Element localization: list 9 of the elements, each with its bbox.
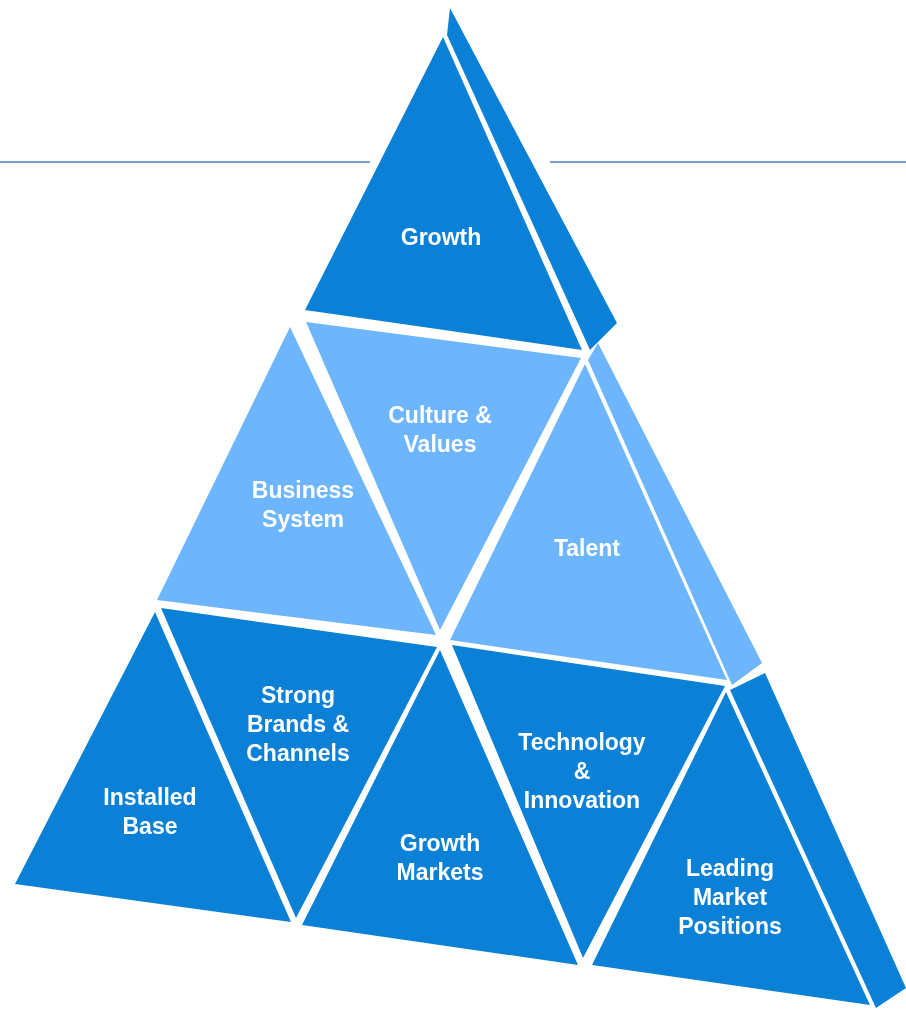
segment-label: Strong Brands & Channels — [245, 680, 351, 768]
segment-label: Talent — [553, 533, 621, 563]
segment-label: Business System — [250, 476, 356, 534]
segment-label: Leading Market Positions — [677, 853, 783, 941]
segment-label: Installed Base — [102, 783, 198, 841]
segment-label: Growth — [399, 222, 483, 252]
segment-label: Culture & Values — [387, 401, 493, 459]
segment-label: Technology & Innovation — [517, 727, 647, 815]
segment-label: Growth Markets — [395, 829, 485, 887]
